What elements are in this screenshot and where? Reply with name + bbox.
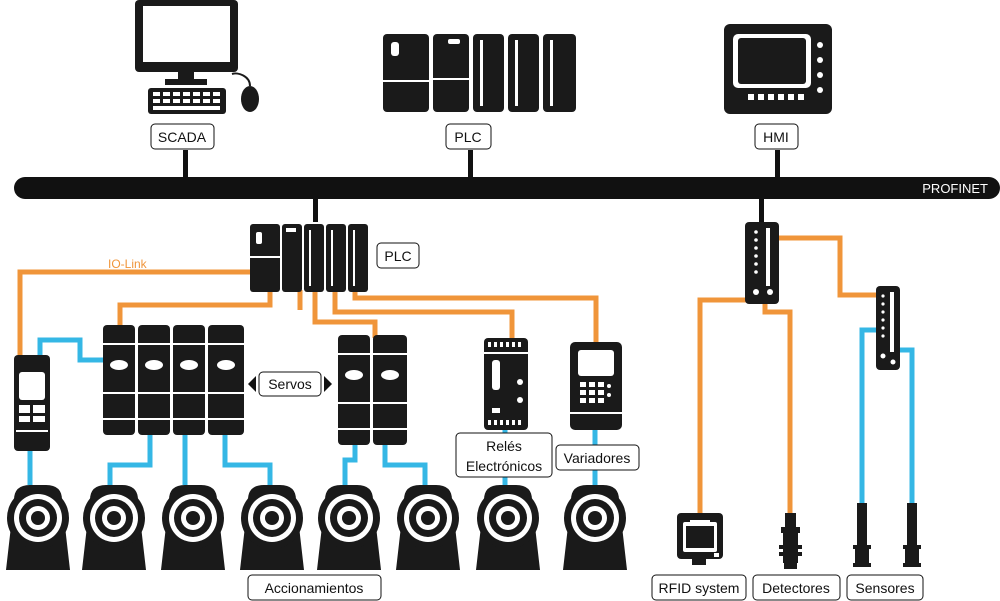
sensores-label: Sensores [846, 574, 924, 601]
motor [476, 485, 540, 570]
io-link-label: IO-Link [108, 257, 148, 271]
svg-text:Relés: Relés [486, 438, 522, 454]
plc-top-label: PLC [445, 123, 492, 150]
motor [396, 485, 460, 570]
motor [6, 485, 70, 570]
motors [6, 485, 627, 570]
svg-text:Variadores: Variadores [564, 450, 631, 466]
rfid-reader [677, 513, 723, 565]
scada-computer [135, 0, 259, 114]
profinet-label: PROFINET [922, 181, 988, 196]
io-link-cables [17, 235, 877, 515]
svg-text:Accionamientos: Accionamientos [265, 580, 364, 596]
svg-text:Detectores: Detectores [762, 580, 830, 596]
svg-text:Servos: Servos [268, 376, 312, 392]
servo-drives-group1 [103, 325, 244, 435]
profinet-bus: PROFINET [14, 150, 1000, 222]
motor [240, 485, 304, 570]
sensor [903, 503, 921, 567]
keyboard-keys [153, 92, 220, 110]
detectores-label: Detectores [752, 574, 841, 601]
svg-text:Electrónicos: Electrónicos [466, 458, 542, 474]
rfid-label: RFID system [651, 574, 747, 601]
motor [82, 485, 146, 570]
svg-text:RFID system: RFID system [659, 580, 740, 596]
plc-rack-top [383, 34, 576, 112]
svg-text:PLC: PLC [454, 129, 481, 145]
svg-text:SCADA: SCADA [158, 129, 207, 145]
servo-drives-group2 [338, 335, 407, 445]
io-link-master [745, 222, 779, 304]
hmi-label: HMI [754, 123, 799, 150]
svg-text:HMI: HMI [763, 129, 789, 145]
accionamientos-label: Accionamientos [247, 574, 382, 601]
frequency-drive [570, 342, 622, 430]
motor [317, 485, 381, 570]
svg-text:Sensores: Sensores [855, 580, 914, 596]
scada-label: SCADA [150, 123, 215, 150]
electronic-relay [484, 338, 528, 430]
io-link-module [14, 355, 50, 451]
motor [161, 485, 225, 570]
variadores-label: Variadores [555, 444, 640, 471]
io-link-hub [876, 286, 900, 370]
sensor [853, 503, 871, 567]
hmi-panel [724, 24, 832, 114]
svg-text:PLC: PLC [384, 248, 411, 264]
proximity-detector [779, 513, 802, 569]
servos-label: Servos [248, 371, 332, 397]
reles-label: Relés Electrónicos [455, 432, 553, 478]
motor [563, 485, 627, 570]
plc-rack-field [250, 224, 368, 292]
plc-field-label: PLC [376, 242, 420, 269]
